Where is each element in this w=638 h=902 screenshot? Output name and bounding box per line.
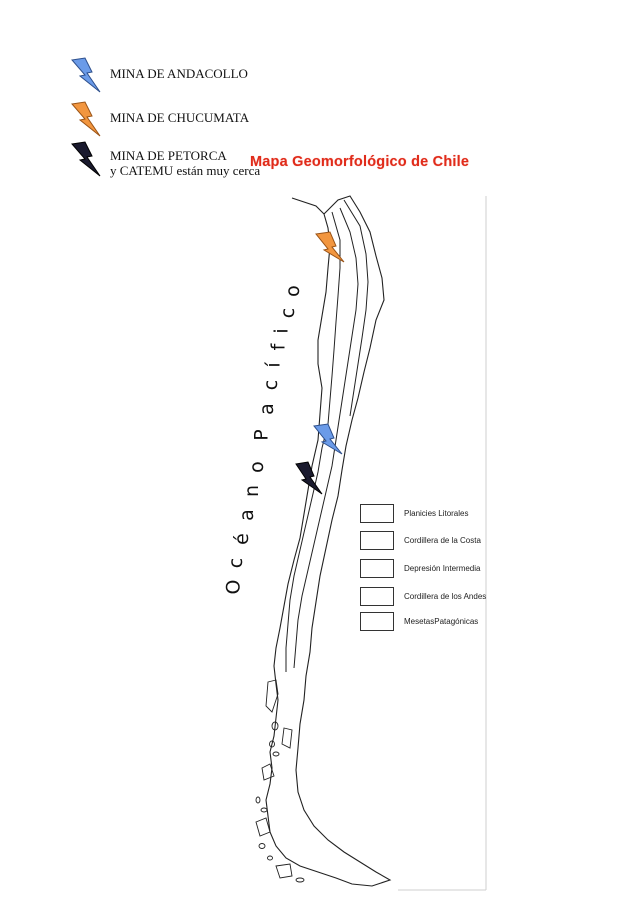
coastal-range-line [285,211,341,672]
andes-line [343,199,369,417]
ocean-letter: f [267,343,290,351]
key-label: Cordillera de la Costa [404,536,481,545]
key-swatch [360,504,394,523]
ocean-letter: c [225,557,248,569]
key-item-mesetas: MesetasPatagónicas [360,612,478,631]
key-swatch [360,531,394,550]
key-label: Cordillera de los Andes [404,592,487,601]
key-label: Depresión Intermedia [404,564,481,573]
ocean-letter: í [262,362,285,368]
ocean-letter: P [250,429,273,441]
lightning-bolt-orange-icon [71,101,101,137]
key-item-costa: Cordillera de la Costa [360,531,481,550]
key-swatch [360,587,394,606]
country-outline [265,195,392,887]
legend-label: MINA DE ANDACOLLO [110,66,248,81]
southern-islands [255,679,305,883]
ocean-letter: a [235,509,258,521]
key-label: Planicies Litorales [404,509,469,518]
intermediate-depression-line [293,207,359,669]
ocean-letter: c [277,307,300,319]
marker-chucumata-icon [315,231,345,263]
key-item-planicies: Planicies Litorales [360,504,468,523]
legend-label-line2: y CATEMU están muy cerca [110,163,261,178]
legend-label: MINA DE PETORCA y CATEMU están muy cerca [110,148,260,178]
ocean-letter: a [255,403,278,415]
key-item-andes: Cordillera de los Andes [360,587,486,606]
legend-label: MINA DE CHUCUMATA [110,110,250,125]
key-swatch [360,559,394,578]
ocean-letter: n [241,484,264,498]
key-swatch [360,612,394,631]
lightning-bolt-black-icon [71,141,101,177]
key-item-depresion: Depresión Intermedia [360,559,480,578]
lightning-bolt-blue-icon [71,57,101,93]
ocean-letter: o [281,285,304,297]
marker-petorca-icon [295,461,323,495]
legend-label-line1: MINA DE PETORCA [110,148,227,163]
legend-item-chucumata: MINA DE CHUCUMATA [70,100,249,140]
ocean-letter: i [270,328,293,334]
ocean-letter: c [260,379,283,391]
ocean-letter: o [245,461,268,473]
ocean-letter: é [230,533,253,545]
key-label: MesetasPatagónicas [404,617,479,626]
marker-andacollo-icon [313,423,343,455]
legend-item-petorca: MINA DE PETORCA y CATEMU están muy cerca [70,140,260,180]
map-title: Mapa Geomorfológico de Chile [250,154,470,170]
legend-item-andacollo: MINA DE ANDACOLLO [70,56,248,96]
ocean-letter: O [222,579,245,595]
